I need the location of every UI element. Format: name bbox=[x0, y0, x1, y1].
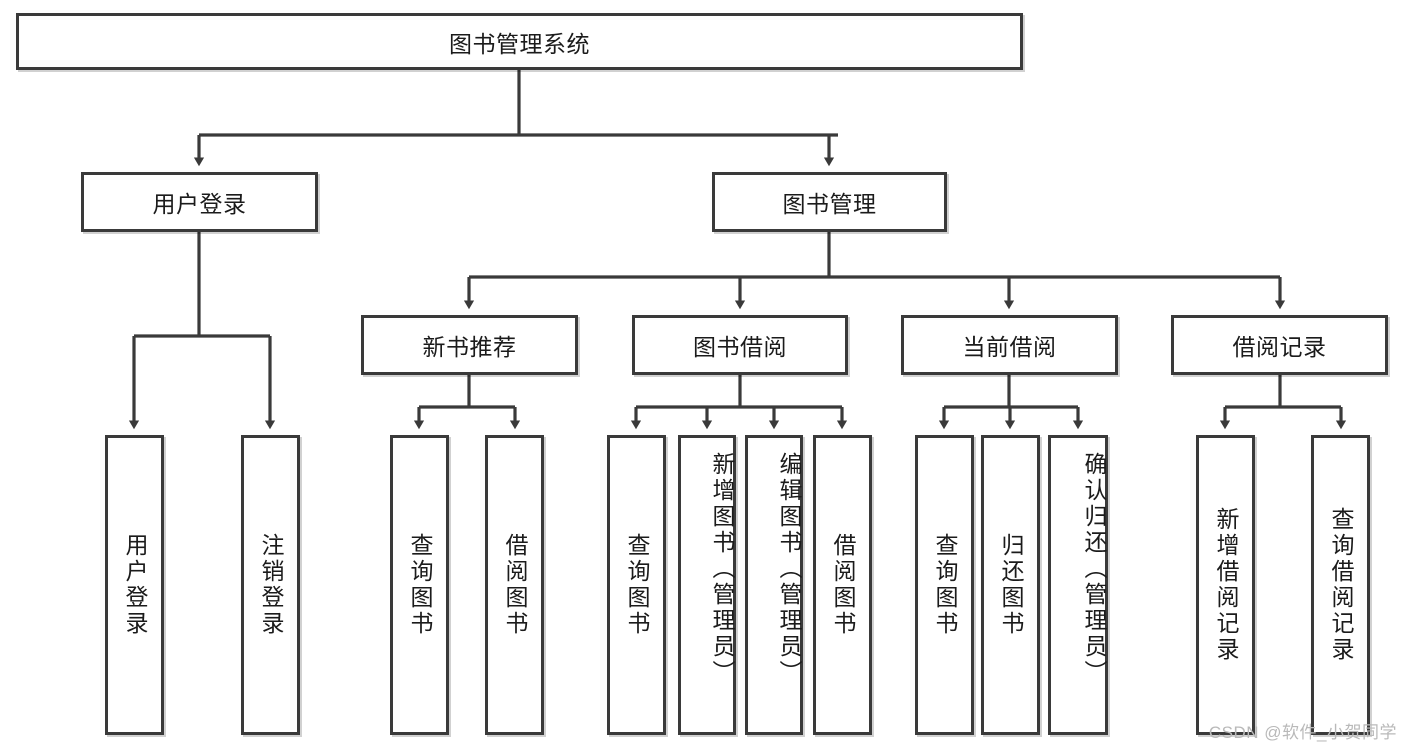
leaf-edit-book-admin-label: 编辑图书（管理员） bbox=[776, 452, 802, 686]
node-book-management-label: 图书管理 bbox=[782, 191, 877, 217]
node-user-login-label: 用户登录 bbox=[152, 191, 247, 217]
leaf-borrow-book[interactable]: 借阅图书 bbox=[813, 435, 872, 735]
leaf-query-book-borrow[interactable]: 查询图书 bbox=[607, 435, 666, 735]
leaf-query-borrow-record[interactable]: 查询借阅记录 bbox=[1311, 435, 1370, 735]
leaf-query-book-borrow-label: 查询图书 bbox=[624, 533, 650, 637]
watermark: CSDN @软件_小贺同学 bbox=[1208, 723, 1397, 742]
node-user-login[interactable]: 用户登录 bbox=[81, 172, 318, 232]
node-borrow-record-label: 借阅记录 bbox=[1232, 334, 1327, 360]
leaf-return-book-label: 归还图书 bbox=[998, 533, 1024, 637]
leaf-confirm-return-admin[interactable]: 确认归还（管理员） bbox=[1048, 435, 1108, 735]
leaf-borrow-book-recommend-label: 借阅图书 bbox=[502, 533, 528, 637]
node-current-borrow-label: 当前借阅 bbox=[962, 334, 1057, 360]
leaf-add-borrow-record-label: 新增借阅记录 bbox=[1213, 507, 1239, 663]
leaf-user-login-label: 用户登录 bbox=[122, 533, 148, 637]
leaf-query-book-current-label: 查询图书 bbox=[932, 533, 958, 637]
node-borrow-record[interactable]: 借阅记录 bbox=[1171, 315, 1388, 375]
leaf-query-book-recommend[interactable]: 查询图书 bbox=[390, 435, 449, 735]
node-new-book-recommend-label: 新书推荐 bbox=[422, 334, 517, 360]
leaf-borrow-book-recommend[interactable]: 借阅图书 bbox=[485, 435, 544, 735]
node-new-book-recommend[interactable]: 新书推荐 bbox=[361, 315, 578, 375]
node-root-label: 图书管理系统 bbox=[449, 30, 590, 57]
leaf-edit-book-admin[interactable]: 编辑图书（管理员） bbox=[745, 435, 803, 735]
leaf-add-book-admin[interactable]: 新增图书（管理员） bbox=[678, 435, 736, 735]
leaf-logout-label: 注销登录 bbox=[258, 533, 284, 637]
leaf-confirm-return-admin-label: 确认归还（管理员） bbox=[1081, 452, 1107, 686]
node-book-management[interactable]: 图书管理 bbox=[712, 172, 947, 232]
leaf-add-borrow-record[interactable]: 新增借阅记录 bbox=[1196, 435, 1255, 735]
leaf-borrow-book-label: 借阅图书 bbox=[830, 533, 856, 637]
node-current-borrow[interactable]: 当前借阅 bbox=[901, 315, 1118, 375]
leaf-query-book-recommend-label: 查询图书 bbox=[407, 533, 433, 637]
leaf-add-book-admin-label: 新增图书（管理员） bbox=[709, 452, 735, 686]
leaf-logout[interactable]: 注销登录 bbox=[241, 435, 300, 735]
leaf-return-book[interactable]: 归还图书 bbox=[981, 435, 1040, 735]
node-book-borrow[interactable]: 图书借阅 bbox=[632, 315, 848, 375]
node-book-borrow-label: 图书借阅 bbox=[693, 334, 787, 360]
leaf-query-borrow-record-label: 查询借阅记录 bbox=[1328, 507, 1354, 663]
leaf-query-book-current[interactable]: 查询图书 bbox=[915, 435, 974, 735]
leaf-user-login[interactable]: 用户登录 bbox=[105, 435, 164, 735]
node-root[interactable]: 图书管理系统 bbox=[16, 13, 1023, 70]
